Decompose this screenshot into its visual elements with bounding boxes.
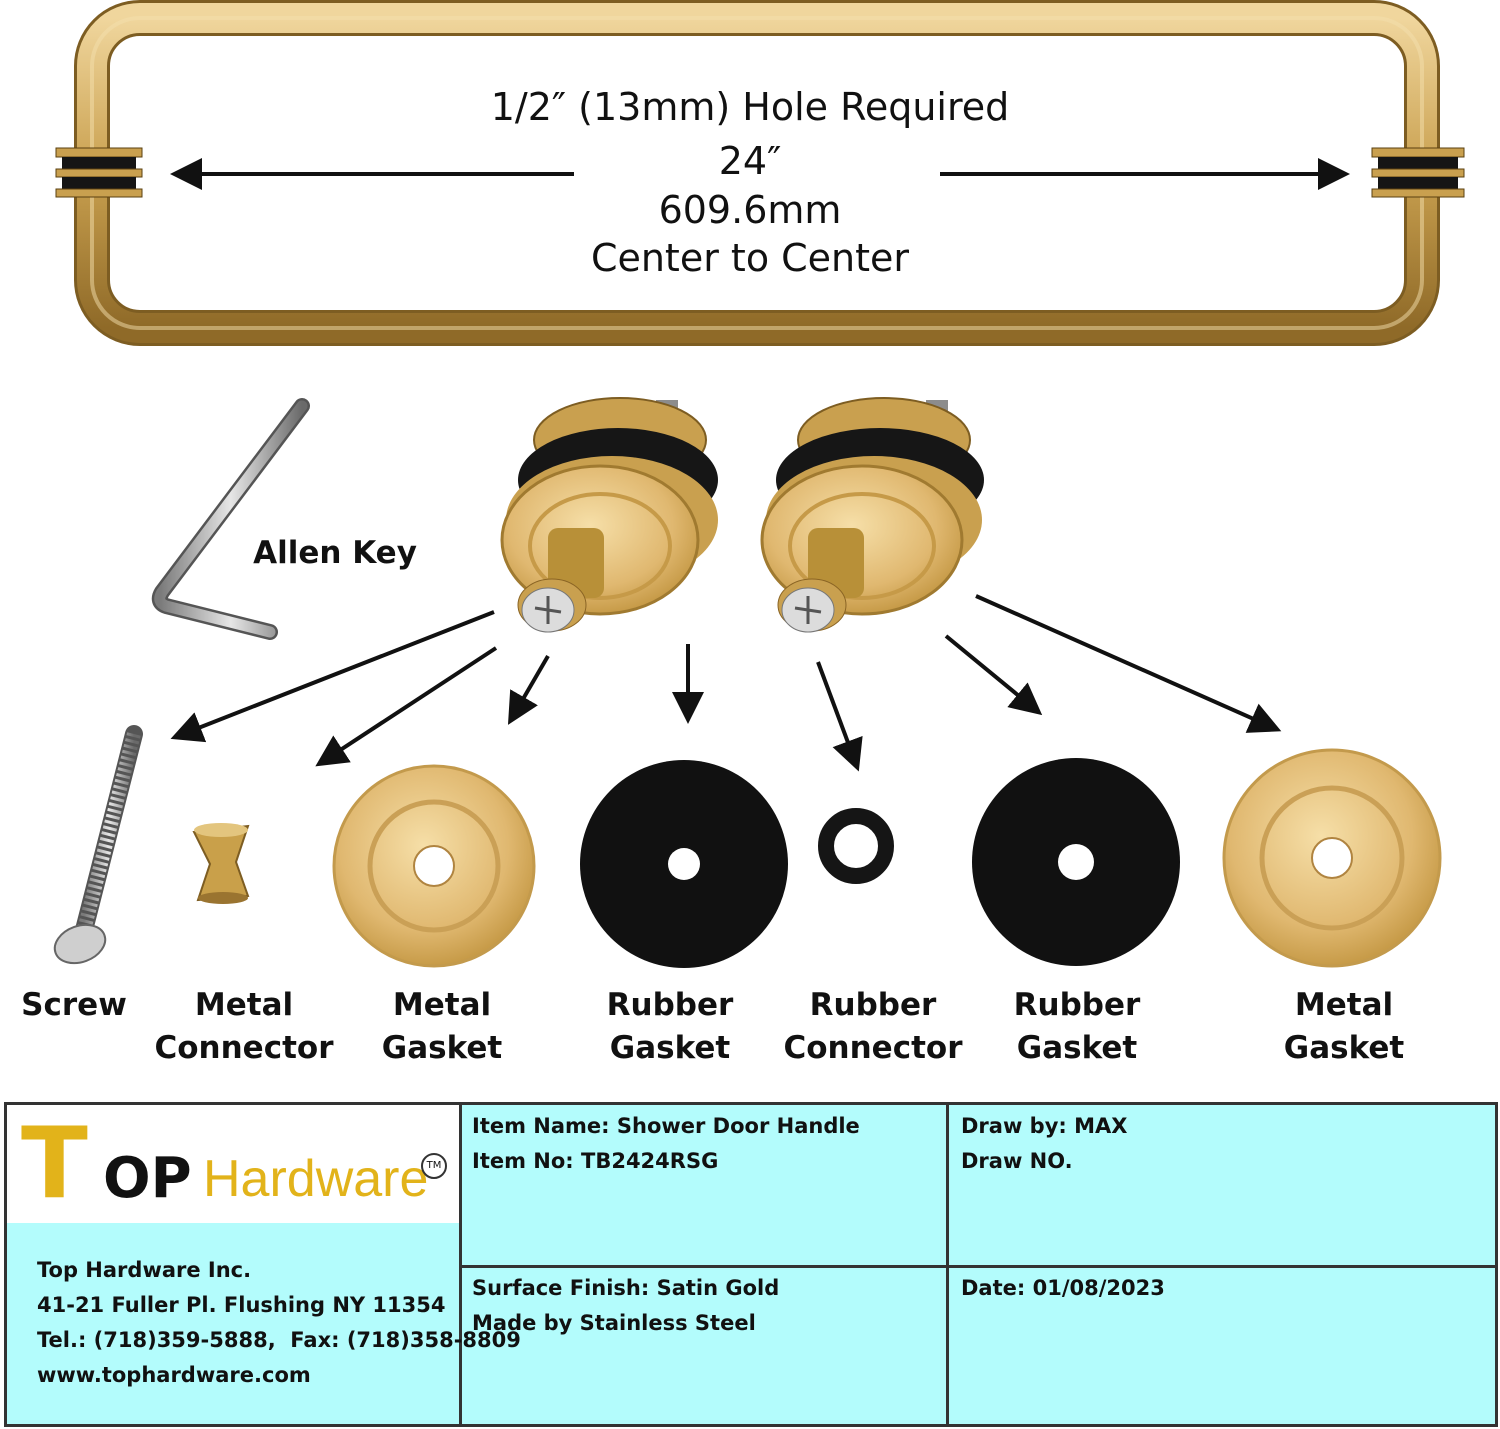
title-block: T OP Hardware TM Top Hardware Inc. 41-21… [4, 1102, 1498, 1427]
metal-gasket-label-1: Metal Gasket [370, 984, 514, 1070]
allen-key-label: Allen Key [253, 535, 417, 571]
rubber-connector-label: Rubber Connector [778, 984, 968, 1070]
hole-requirement: 1/2″ (13mm) Hole Required [490, 85, 1010, 129]
drawing-date: Date: 01/08/2023 [961, 1276, 1165, 1300]
company-phone: Tel.: (718)359-5888, Fax: (718)358-8809 [37, 1328, 521, 1352]
length-millimeters: 609.6mm [658, 188, 842, 232]
company-website: www.tophardware.com [37, 1363, 311, 1387]
label-line: Gasket [381, 1030, 503, 1066]
center-to-center: Center to Center [590, 236, 910, 280]
label-line: Metal [1294, 987, 1394, 1023]
finish-info: Surface Finish: Satin Gold Made by Stain… [472, 1271, 942, 1341]
material: Made by Stainless Steel [472, 1311, 756, 1335]
company-address: 41-21 Fuller Pl. Flushing NY 11354 [37, 1293, 446, 1317]
screw-label: Screw [21, 987, 127, 1023]
label-line: Metal [194, 987, 294, 1023]
metal-gasket-image-2 [1222, 748, 1442, 968]
rubber-gasket-label-2: Rubber Gasket [1006, 984, 1148, 1070]
label-line: Connector [783, 1030, 963, 1066]
logo-hardware: Hardware [203, 1150, 429, 1208]
rubber-gasket-image-1 [580, 760, 788, 968]
date-info: Date: 01/08/2023 [961, 1271, 1481, 1306]
rubber-gasket-label-1: Rubber Gasket [600, 984, 740, 1070]
label-line: Connector [154, 1030, 334, 1066]
metal-gasket-label-2: Metal Gasket [1272, 984, 1416, 1070]
rubber-connector-image [818, 808, 894, 884]
pointer-arrows [170, 594, 1282, 772]
item-info: Item Name: Shower Door Handle Item No: T… [472, 1109, 942, 1179]
divider [459, 1105, 462, 1424]
assembled-mount-left [500, 397, 718, 633]
draw-number: Draw NO. [961, 1149, 1073, 1173]
item-name: Item Name: Shower Door Handle [472, 1114, 860, 1138]
right-mount [1371, 147, 1465, 198]
label-line: Gasket [609, 1030, 731, 1066]
company-info: Top Hardware Inc. 41-21 Fuller Pl. Flush… [37, 1253, 521, 1393]
rubber-gasket-image-2 [972, 758, 1180, 966]
label-line: Rubber [606, 987, 734, 1023]
surface-finish: Surface Finish: Satin Gold [472, 1276, 780, 1300]
label-line: Metal [392, 987, 492, 1023]
company-name: Top Hardware Inc. [37, 1258, 252, 1282]
length-inches: 24″ [718, 139, 782, 183]
label-line: Gasket [1283, 1030, 1405, 1066]
label-line: Gasket [1016, 1030, 1138, 1066]
logo-t: T [21, 1107, 88, 1221]
trademark-icon: TM [421, 1153, 447, 1179]
divider [946, 1105, 949, 1424]
assembled-mount-right [760, 397, 984, 633]
label-line: Rubber [809, 987, 937, 1023]
divider [462, 1265, 1495, 1268]
left-mount [55, 147, 143, 198]
item-number: Item No: TB2424RSG [472, 1149, 719, 1173]
metal-connector-label: Metal Connector [150, 984, 338, 1070]
parts-diagram [53, 0, 1465, 968]
screw-image [53, 725, 143, 965]
label-line: Rubber [1013, 987, 1141, 1023]
draw-info: Draw by: MAX Draw NO. [961, 1109, 1481, 1179]
metal-gasket-image-1 [332, 764, 536, 968]
logo-op: OP [103, 1146, 192, 1211]
logo: T OP Hardware TM [7, 1105, 459, 1223]
metal-connector-image [192, 823, 250, 904]
draw-by: Draw by: MAX [961, 1114, 1128, 1138]
allen-key-image [151, 398, 310, 640]
